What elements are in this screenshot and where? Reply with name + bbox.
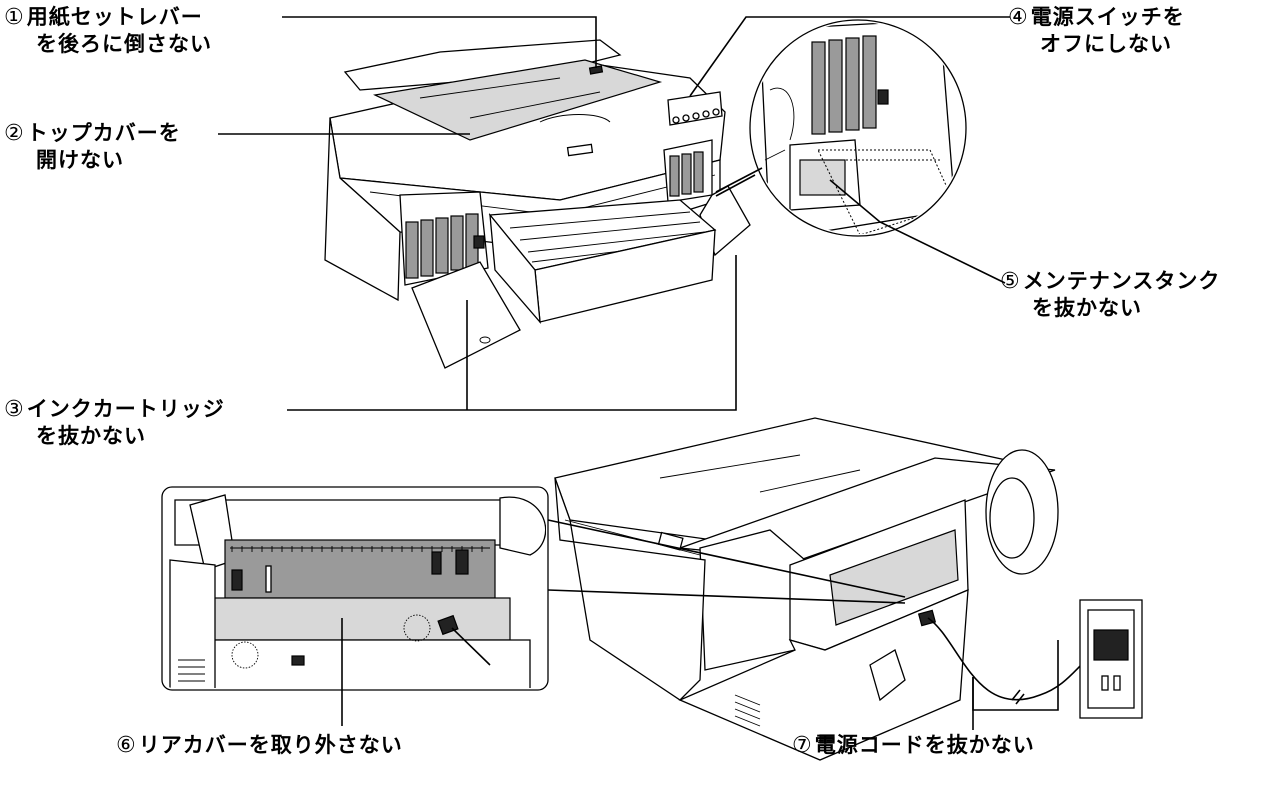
- callout-5-line1: メンテナンスタンク: [1022, 269, 1221, 293]
- callout-7-line1: 電源コードを抜かない: [814, 733, 1035, 757]
- callout-4-number: ④: [1008, 5, 1029, 30]
- callout-7-number: ⑦: [792, 733, 813, 758]
- maintenance-tank-zoom: [715, 19, 967, 237]
- callout-2-number: ②: [4, 121, 25, 146]
- callout-5-number: ⑤: [1000, 269, 1021, 294]
- callout-5-line2: を抜かない: [1032, 296, 1142, 320]
- callout-4-line1: 電源スイッチを: [1030, 5, 1185, 29]
- callout-5: ⑤メンテナンスタンク を抜かない: [1000, 268, 1220, 322]
- callout-4-line2: オフにしない: [1040, 32, 1172, 56]
- callout-1-line2: を後ろに倒さない: [36, 32, 212, 56]
- callout-7: ⑦電源コードを抜かない: [792, 732, 1035, 759]
- callout-1: ①用紙セットレバー を後ろに倒さない: [4, 4, 212, 58]
- callout-6-number: ⑥: [116, 733, 137, 758]
- rear-cover-inset: [161, 486, 549, 691]
- callout-1-number: ①: [4, 5, 25, 30]
- callout-2-line1: トップカバーを: [26, 121, 181, 145]
- callout-6-line1: リアカバーを取り外さない: [138, 733, 403, 757]
- callout-3: ③インクカートリッジ を抜かない: [4, 396, 225, 450]
- callout-4: ④電源スイッチを オフにしない: [1008, 4, 1185, 58]
- rear-printer: [547, 417, 1143, 761]
- callout-2: ②トップカバーを 開けない: [4, 120, 181, 174]
- callout-2-line2: 開けない: [36, 148, 124, 172]
- leader-lines: [218, 16, 1059, 730]
- callout-3-number: ③: [4, 397, 25, 422]
- callout-6: ⑥リアカバーを取り外さない: [116, 732, 403, 759]
- callout-3-line1: インクカートリッジ: [26, 397, 225, 421]
- front-printer: [324, 39, 751, 369]
- callout-3-line2: を抜かない: [36, 424, 146, 448]
- callout-1-line1: 用紙セットレバー: [26, 5, 203, 29]
